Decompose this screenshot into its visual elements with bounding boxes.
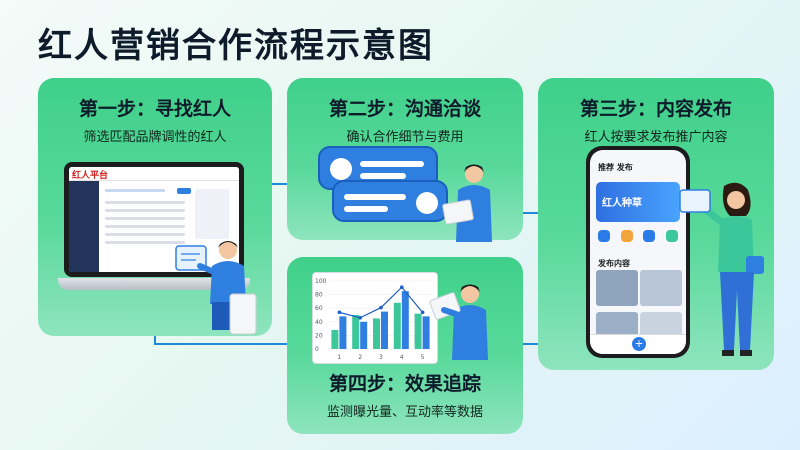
app-icon [598, 230, 610, 242]
step-title: 第二步：沟通洽谈 [328, 98, 481, 120]
phone-banner: 红人种草 [596, 182, 680, 222]
phone-app-icons [598, 230, 678, 242]
chart-bar [339, 316, 347, 349]
banner-text: 红人种草 [602, 198, 642, 209]
step-desc: 红人按要求发布推广内容 [584, 130, 728, 145]
step-desc: 监测曝光量、互动率等数据 [326, 405, 483, 420]
chart-point [337, 310, 342, 315]
chart-bar [373, 318, 380, 349]
chart-point [379, 305, 383, 310]
y-tick-label: 100 [315, 278, 327, 285]
plus-icon: + [632, 337, 646, 351]
phone-tabs: 推荐 发布 [598, 163, 633, 172]
step-title: 第四步：效果追踪 [328, 373, 481, 395]
y-tick-label: 60 [315, 305, 323, 312]
connector-1-4 [154, 343, 296, 345]
chart-bar [401, 291, 409, 349]
post-thumbnail [596, 270, 638, 306]
avatar-icon [330, 158, 352, 180]
avatar-icon [416, 192, 438, 214]
chart-bar [352, 315, 360, 349]
chart-bar [414, 313, 422, 349]
chart-point [420, 310, 425, 315]
x-tick-label: 2 [358, 354, 362, 361]
connector-4-3 [505, 343, 563, 345]
chart-bar [360, 321, 368, 349]
x-tick-label: 4 [400, 354, 404, 361]
page-title: 红人营销合作流程示意图 [38, 26, 434, 66]
app-icon [643, 230, 656, 242]
chart-bar [393, 302, 401, 349]
y-tick-label: 20 [315, 332, 323, 339]
step-title: 第一步：寻找红人 [78, 98, 231, 120]
chart-bar [422, 316, 430, 349]
connector-2-3 [505, 212, 561, 214]
chart-canvas: 100 80 60 40 20 0 1 2 3 4 5 [315, 278, 433, 361]
laptop-screen: 红人平台 [64, 162, 244, 277]
post-thumbnail [640, 270, 682, 306]
phone-bottom-nav: + [590, 334, 686, 354]
y-tick-label: 40 [315, 319, 323, 326]
person-figure [175, 241, 257, 335]
chart-point [400, 285, 404, 289]
platform-logo: 红人平台 [72, 171, 109, 181]
laptop-sidebar [69, 181, 99, 272]
y-tick-label: 80 [315, 292, 323, 299]
step-desc: 筛选匹配品牌调性的红人 [83, 130, 227, 145]
bar-chart: 100 80 60 40 20 0 1 2 3 4 5 [312, 272, 438, 364]
chart-bar [331, 329, 339, 349]
step-desc: 确认合作细节与费用 [346, 130, 464, 145]
app-icon [620, 230, 633, 242]
step-title: 第三步：内容发布 [579, 98, 732, 120]
person-figure [442, 164, 492, 242]
laptop-illustration: 红人平台 [58, 162, 250, 290]
phone-illustration: 推荐 发布 红人种草 发布内容 + [586, 146, 690, 358]
person-figure [679, 182, 764, 356]
chat-bubble-bottom [332, 180, 448, 222]
x-tick-label: 5 [421, 354, 425, 361]
person-figure [429, 284, 488, 360]
chart-point [358, 316, 362, 320]
post-thumbnail [640, 312, 682, 336]
x-tick-label: 3 [379, 354, 383, 361]
post-thumbnail [596, 312, 638, 336]
phone-section-title: 发布内容 [598, 259, 630, 268]
chart-bar [381, 311, 388, 349]
x-tick-label: 1 [337, 354, 341, 361]
app-icon [665, 230, 678, 242]
connector-1-2 [258, 183, 294, 185]
y-tick-label: 0 [315, 346, 319, 353]
